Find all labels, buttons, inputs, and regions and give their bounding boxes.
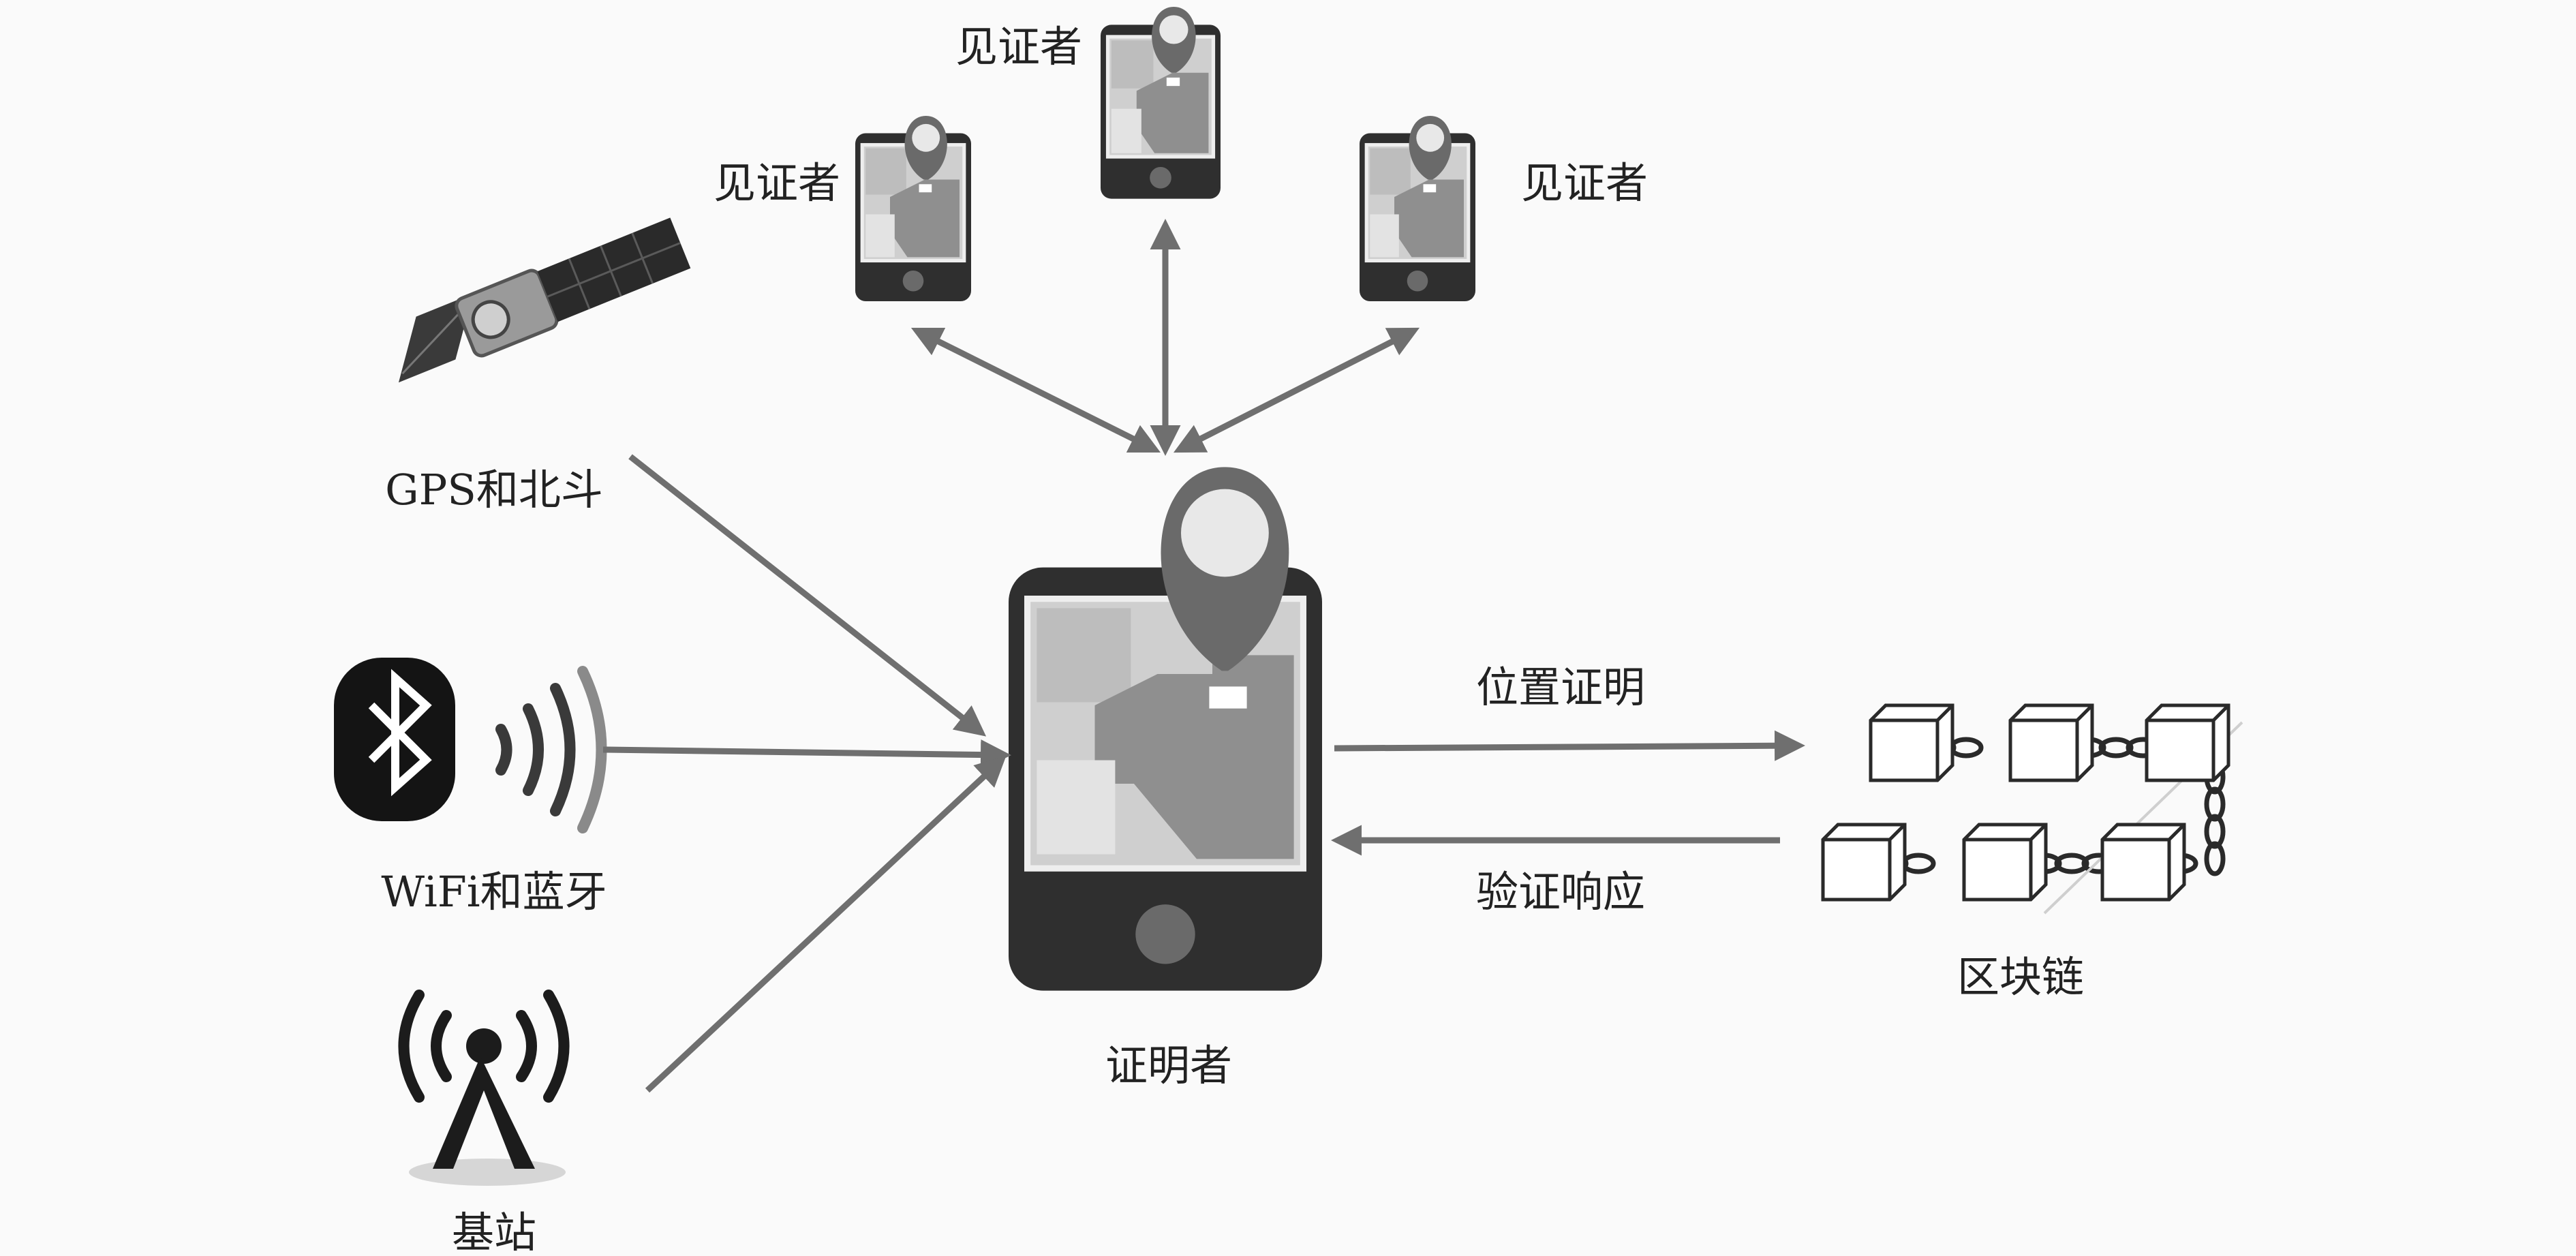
arrow-location-proof	[1334, 730, 1805, 761]
wifi-waves-icon	[495, 666, 607, 833]
witness-right-label: 见证者	[1521, 158, 1648, 208]
prover-phone	[1009, 467, 1322, 991]
proof-arrows	[1331, 730, 1805, 856]
witness-arrows	[910, 219, 1420, 456]
blockchain-icon	[1823, 705, 2243, 915]
blockchain-label: 区块链	[1957, 952, 2084, 1002]
location-proof-label: 位置证明	[1476, 662, 1645, 712]
witness-left-label: 见证者	[714, 158, 840, 208]
arrow-witness-left	[910, 327, 1161, 453]
witness-center-label: 见证者	[955, 22, 1082, 72]
base-station-icon	[398, 990, 570, 1186]
gps-label: GPS和北斗	[385, 465, 603, 515]
witness-phone-left	[855, 116, 971, 301]
verification-response-label: 验证响应	[1476, 867, 1645, 917]
wifi-label: WiFi和蓝牙	[381, 867, 607, 917]
source-arrows	[602, 454, 1011, 1093]
base-station-label: 基站	[452, 1208, 536, 1256]
arrow-witness-right	[1173, 327, 1420, 453]
arrow-wifi-to-prover	[602, 739, 1011, 771]
witness-phone-right	[1360, 116, 1475, 301]
satellite-icon	[398, 217, 691, 383]
arrow-base-to-prover	[645, 755, 1007, 1093]
witness-phone-center	[1101, 7, 1221, 199]
prover-label: 证明者	[1105, 1041, 1232, 1090]
bluetooth-icon	[334, 658, 455, 821]
arrow-gps-to-prover	[628, 454, 987, 737]
